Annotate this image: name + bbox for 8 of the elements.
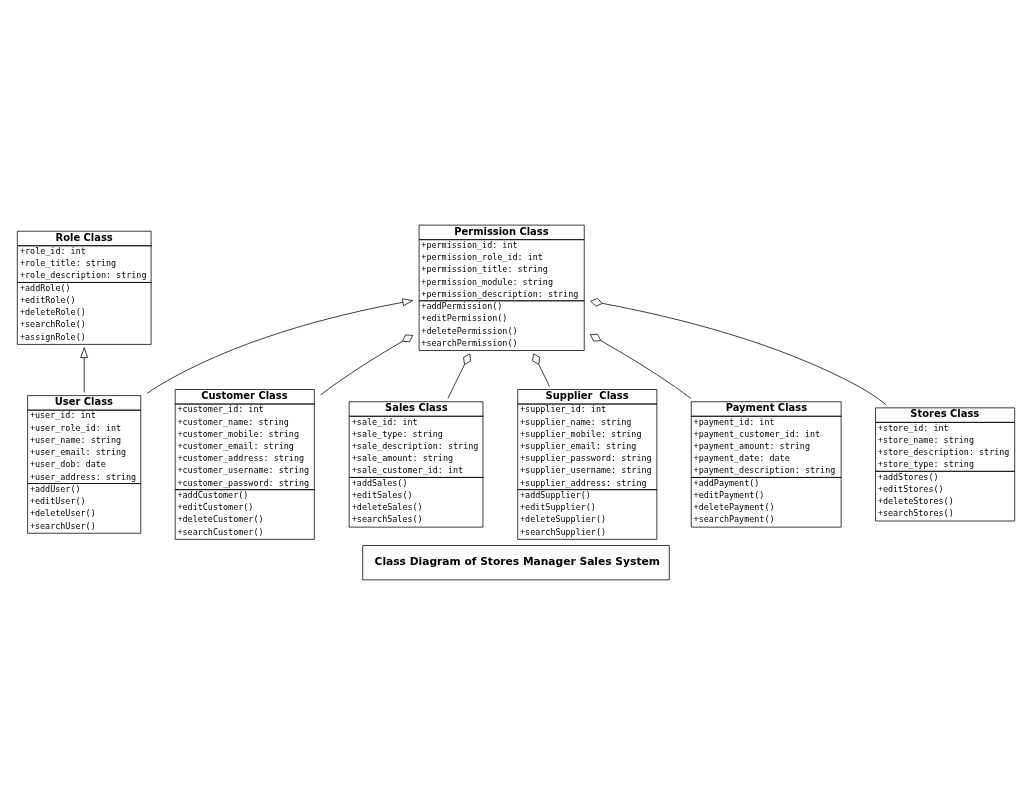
connector [532,352,550,387]
caption: Class Diagram of Stores Manager Sales System [374,554,660,568]
connector [590,333,692,399]
arrow [146,298,414,394]
connector [320,334,414,395]
connector [590,297,887,405]
arrow [80,346,89,393]
connector [447,352,472,399]
